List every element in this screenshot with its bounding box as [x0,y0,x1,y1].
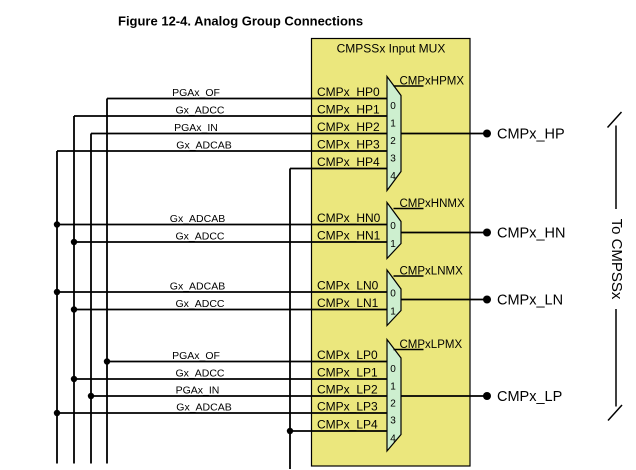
mux-box-header: CMPSSx Input MUX [337,42,446,56]
pin-label-hn0: CMPx_HN0 [317,211,381,225]
junction-dot [286,427,294,435]
output-terminal-hn [483,228,491,237]
pin-label-hp2: CMPx_HP2 [317,120,380,134]
mux-hp-shape [386,74,402,193]
pin-label-lp3: CMPx_LP3 [317,400,378,414]
pin-label-lp1: CMPx_LP1 [317,366,378,380]
source-label-lp1: Gx_ADCC [175,368,224,380]
hn-group: Gx_ADCAB Gx_ADCC CMPx_HN0 CMPx_HN1 CMPxH… [53,198,565,261]
mux-label-ln: CMPxLNMX [400,266,464,278]
pin-label-ln1: CMPx_LN1 [317,296,379,310]
pin-label-lp4: CMPx_LP4 [317,418,378,432]
mux-hn-shape [386,200,402,261]
junction-dot [70,375,78,383]
sel-label-hp2: 2 [390,136,396,147]
bracket-top-tick [606,111,623,129]
output-label-hn: CMPx_HN [497,226,565,242]
sel-label-lp4: 4 [390,434,396,445]
junction-dot [53,288,61,296]
bracket-bottom-tick [607,404,623,422]
junction-dot [87,392,95,400]
sel-label-hp3: 3 [390,154,396,165]
source-label-hp2: PGAx_IN [174,122,218,134]
sel-label-lp1: 1 [390,382,396,393]
figure-title: Figure 12-4. Analog Group Connections [118,14,363,29]
source-label-hp3: Gx_ADCAB [176,140,231,152]
sel-label-hp0: 0 [390,101,396,112]
source-label-hp1: Gx_ADCC [175,105,224,117]
source-label-ln0: Gx_ADCAB [170,281,225,293]
output-terminal-ln [483,295,491,304]
ln-group: Gx_ADCAB Gx_ADCC CMPx_LN0 CMPx_LN1 CMPxL… [53,266,563,328]
junction-dot [103,358,111,365]
sel-label-hn0: 0 [390,221,396,232]
source-label-hn1: Gx_ADCC [175,231,224,243]
pin-label-lp0: CMPx_LP0 [317,348,378,362]
mux-lp-shape [386,337,402,453]
pin-label-ln0: CMPx_LN0 [317,279,379,293]
mux-ln-shape [386,268,402,328]
source-label-lp2: PGAx_IN [176,385,220,397]
mux-label-lp: CMPxLPMX [400,339,463,351]
source-label-lp3: Gx_ADCAB [176,402,231,414]
source-label-ln1: Gx_ADCC [175,298,224,310]
to-cmpssx-bracket: To CMPSSx [606,111,625,422]
output-label-ln: CMPx_LN [497,293,563,309]
output-terminal-hp [483,129,491,138]
hp-group: PGAx_OF Gx_ADCC PGAx_IN Gx_ADCAB CMPx_HP… [57,74,565,193]
sel-label-hp1: 1 [390,119,396,130]
to-cmpssx-label: To CMPSSx [608,219,625,300]
junction-dot [53,221,61,228]
sel-label-lp3: 3 [390,416,396,427]
sel-label-ln1: 1 [390,307,396,318]
pin-label-hp3: CMPx_HP3 [317,138,380,152]
sel-label-hp4: 4 [390,171,396,182]
lp-group: PGAx_OF Gx_ADCC PGAx_IN Gx_ADCAB CMPx_LP… [53,337,562,453]
output-label-hp: CMPx_HP [497,127,565,143]
pin-label-hn1: CMPx_HN1 [317,229,381,243]
mux-label-hn: CMPxHNMX [400,198,465,210]
pin-label-hp0: CMPx_HP0 [317,85,380,99]
sel-label-lp0: 0 [390,364,396,375]
pin-label-hp1: CMPx_HP1 [317,103,380,117]
pin-label-hp4: CMPx_HP4 [317,155,380,169]
pin-label-lp2: CMPx_LP2 [317,383,378,397]
mux-label-hp: CMPxHPMX [400,76,465,88]
sel-label-lp2: 2 [390,399,396,410]
junction-dot [70,306,78,313]
output-terminal-lp [483,392,491,400]
source-label-hn0: Gx_ADCAB [170,213,225,225]
sel-label-ln0: 0 [390,289,396,300]
sel-label-hn1: 1 [390,239,396,250]
source-label-hp0: PGAx_OF [172,87,220,99]
output-label-lp: CMPx_LP [497,389,562,405]
junction-dot [70,238,78,246]
source-label-lp0: PGAx_OF [172,350,220,362]
junction-dot [53,409,61,417]
